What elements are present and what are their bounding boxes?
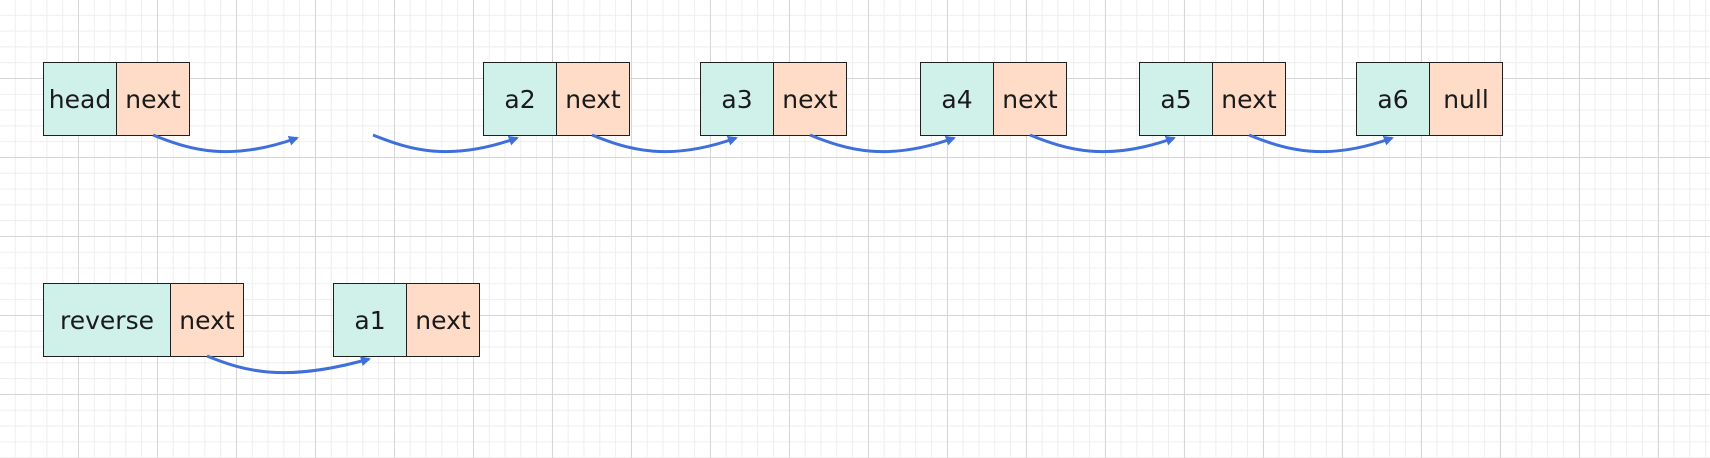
node-a1-pointer: next — [406, 283, 480, 357]
node-head-value: head — [43, 62, 117, 136]
node-a2-pointer: next — [556, 62, 630, 136]
node-a3-pointer: next — [773, 62, 847, 136]
node-a2-value: a2 — [483, 62, 557, 136]
arrow-reverse-to-a1 — [206, 354, 371, 375]
node-reverse-value: reverse — [43, 283, 171, 357]
arrow-gap-to-a2 — [372, 133, 519, 154]
node-reverse-pointer: next — [170, 283, 244, 357]
node-a3-value: a3 — [700, 62, 774, 136]
arrow-head-to-gap — [152, 133, 299, 154]
node-a4-pointer: next — [993, 62, 1067, 136]
node-a5-pointer: next — [1212, 62, 1286, 136]
arrow-a4-to-a5 — [1029, 133, 1176, 154]
arrow-a2-to-a3 — [591, 133, 738, 154]
node-a5-value: a5 — [1139, 62, 1213, 136]
arrow-a5-to-a6 — [1248, 133, 1394, 154]
node-a4-value: a4 — [920, 62, 994, 136]
node-a1-value: a1 — [333, 283, 407, 357]
arrow-a3-to-a4 — [809, 133, 956, 154]
node-a6-pointer: null — [1429, 62, 1503, 136]
